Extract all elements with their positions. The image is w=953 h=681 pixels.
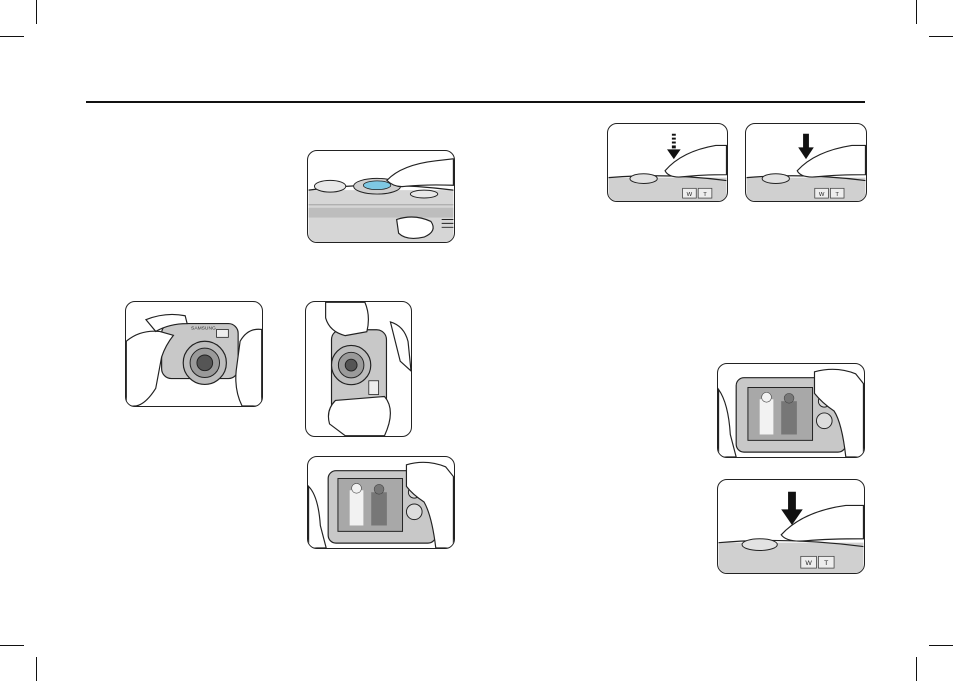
brand-text: SAMSUNG bbox=[191, 325, 216, 331]
full-press-arrow-icon: W T bbox=[746, 124, 866, 201]
lcd-preview-icon bbox=[308, 457, 454, 548]
half-press-arrow-icon: W T bbox=[608, 124, 727, 201]
zoom-t-label: T bbox=[703, 192, 707, 198]
crop-mark bbox=[36, 0, 37, 24]
illustration-shutter-full-press: W T bbox=[745, 123, 867, 202]
hands-holding-camera-vertical-icon bbox=[306, 302, 411, 436]
illustration-mode-dial-press bbox=[307, 150, 455, 243]
zoom-w-label: W bbox=[819, 192, 825, 198]
zoom-w-label: W bbox=[805, 560, 812, 567]
crop-mark bbox=[916, 0, 917, 24]
zoom-w-label: W bbox=[687, 192, 693, 198]
illustration-lcd-view-right bbox=[717, 363, 865, 458]
illustration-shutter-half-press: W T bbox=[607, 123, 728, 202]
crop-mark bbox=[929, 36, 953, 37]
full-press-arrow-icon: W T bbox=[718, 480, 864, 573]
crop-mark bbox=[36, 657, 37, 681]
crop-mark bbox=[0, 645, 24, 646]
hands-holding-camera-icon: SAMSUNG bbox=[126, 302, 262, 406]
illustration-shutter-press-right: W T bbox=[717, 479, 865, 574]
crop-mark bbox=[916, 657, 917, 681]
illustration-hold-camera-portrait bbox=[305, 301, 412, 437]
crop-mark bbox=[0, 36, 24, 37]
crop-mark bbox=[929, 645, 953, 646]
illustration-lcd-view-center bbox=[307, 456, 455, 549]
illustration-hold-camera-landscape: SAMSUNG bbox=[125, 301, 263, 407]
lcd-preview-icon bbox=[718, 364, 864, 457]
header-rule bbox=[86, 101, 865, 103]
hand-pressing-camera-top-icon bbox=[308, 151, 454, 242]
zoom-t-label: T bbox=[835, 192, 839, 198]
